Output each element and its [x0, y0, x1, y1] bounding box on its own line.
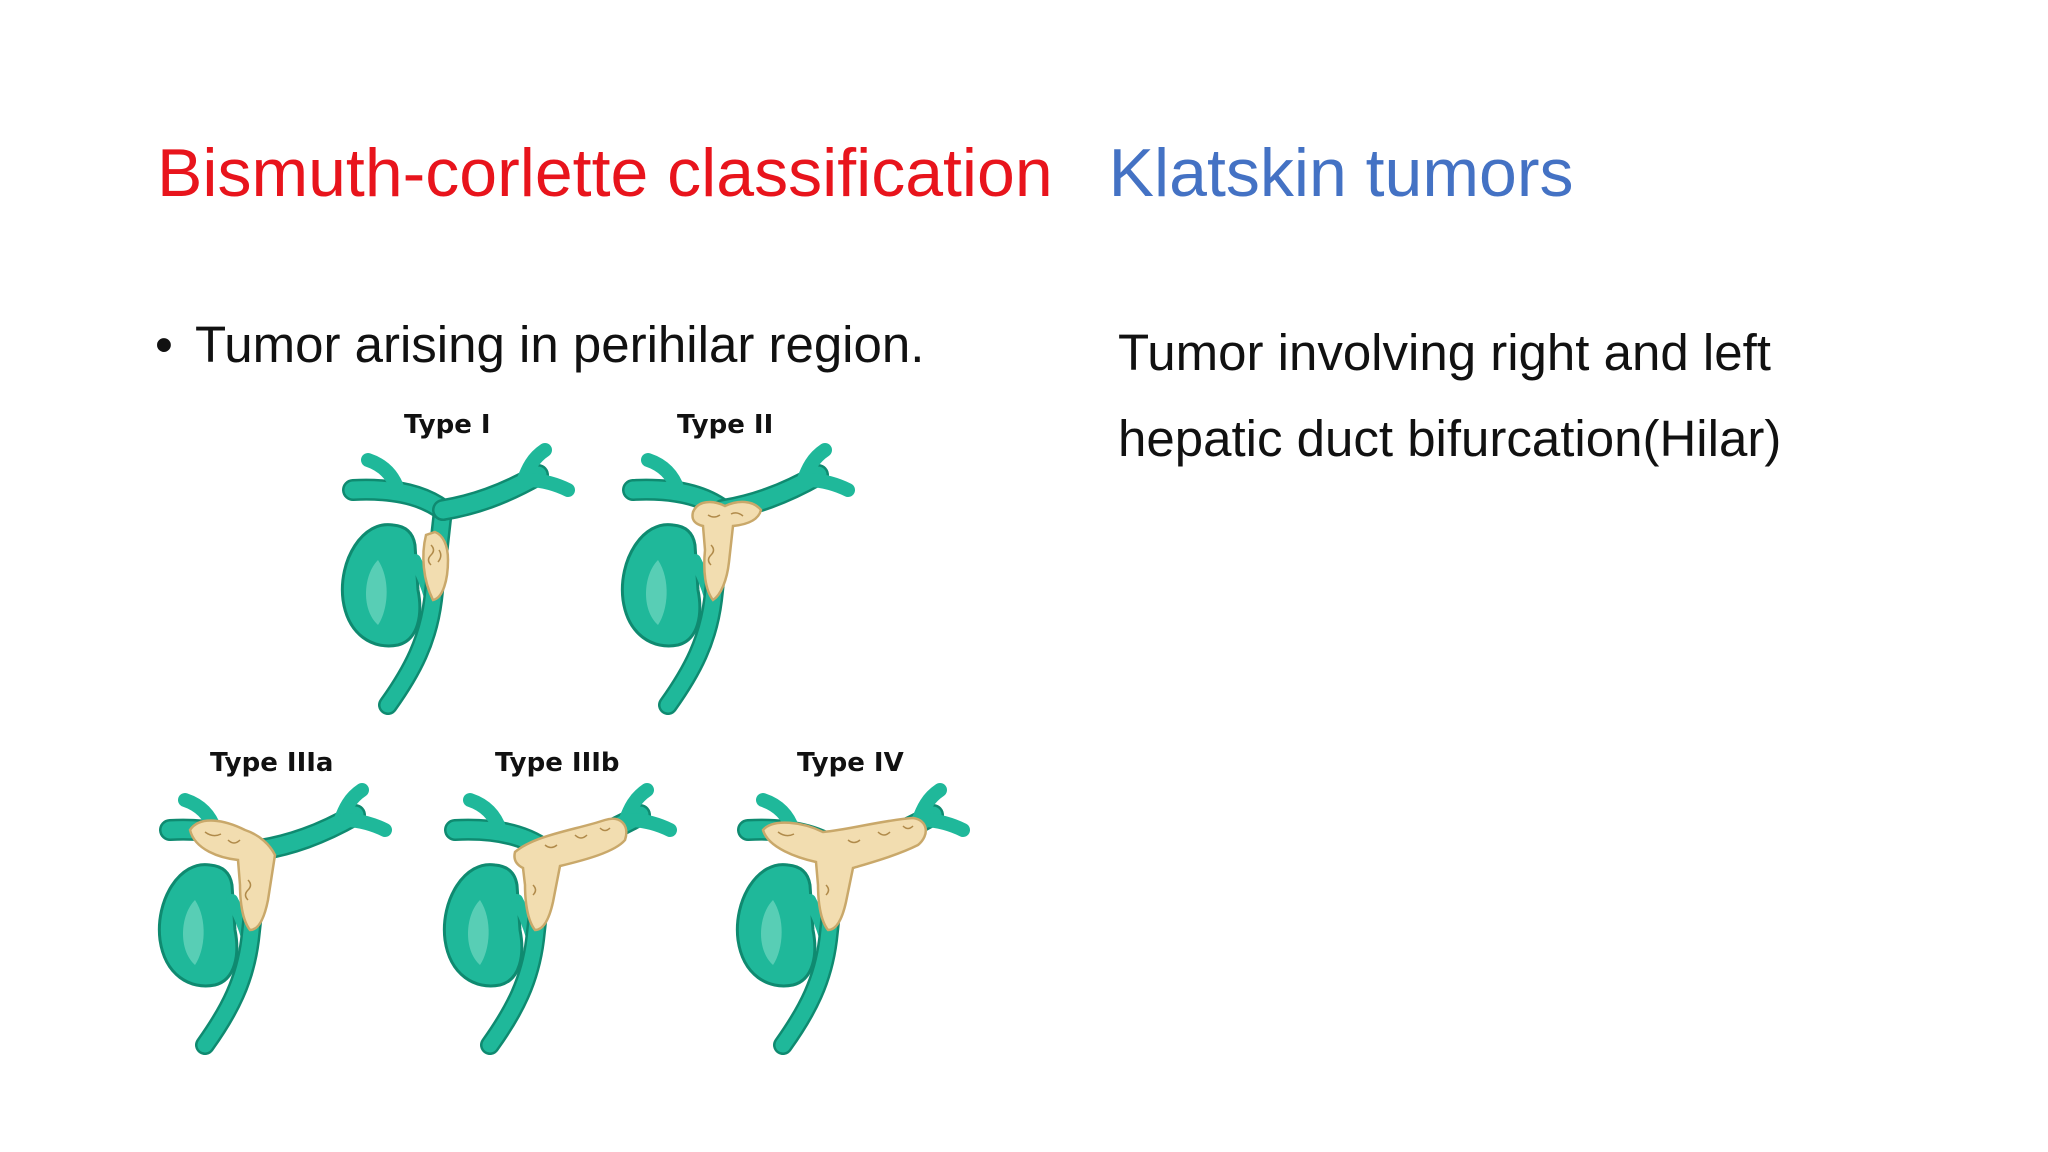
label-type-4: Type IV	[797, 748, 904, 778]
label-type-3a: Type IIIa	[210, 748, 334, 778]
definition-text: Tumor involving right and left hepatic d…	[1118, 310, 1998, 482]
bullet-text: Tumor arising in perihilar region.	[195, 316, 925, 373]
bismuth-figure: Type I Type II Type IIIa Type IIIb Type …	[140, 400, 1000, 1080]
type-2-diagram	[622, 450, 848, 705]
title-klatskin: Klatskin tumors	[1108, 135, 1574, 211]
definition-line-1: Tumor involving right and left	[1118, 324, 1771, 381]
type-3b-diagram	[444, 790, 670, 1045]
type-3a-diagram	[159, 790, 385, 1045]
bullet-item: • Tumor arising in perihilar region.	[155, 310, 924, 380]
label-type-1: Type I	[404, 410, 491, 440]
type-1-diagram	[342, 450, 568, 705]
title-classification: Bismuth-corlette classification	[157, 135, 1053, 211]
bullet-icon: •	[155, 316, 173, 373]
slide-title: Bismuth-corlette classification Klatskin …	[157, 128, 1573, 218]
type-4-diagram	[737, 790, 963, 1045]
label-type-2: Type II	[677, 410, 774, 440]
bismuth-diagram	[140, 400, 1000, 1080]
definition-line-2: hepatic duct bifurcation(Hilar)	[1118, 410, 1782, 467]
label-type-3b: Type IIIb	[495, 748, 620, 778]
